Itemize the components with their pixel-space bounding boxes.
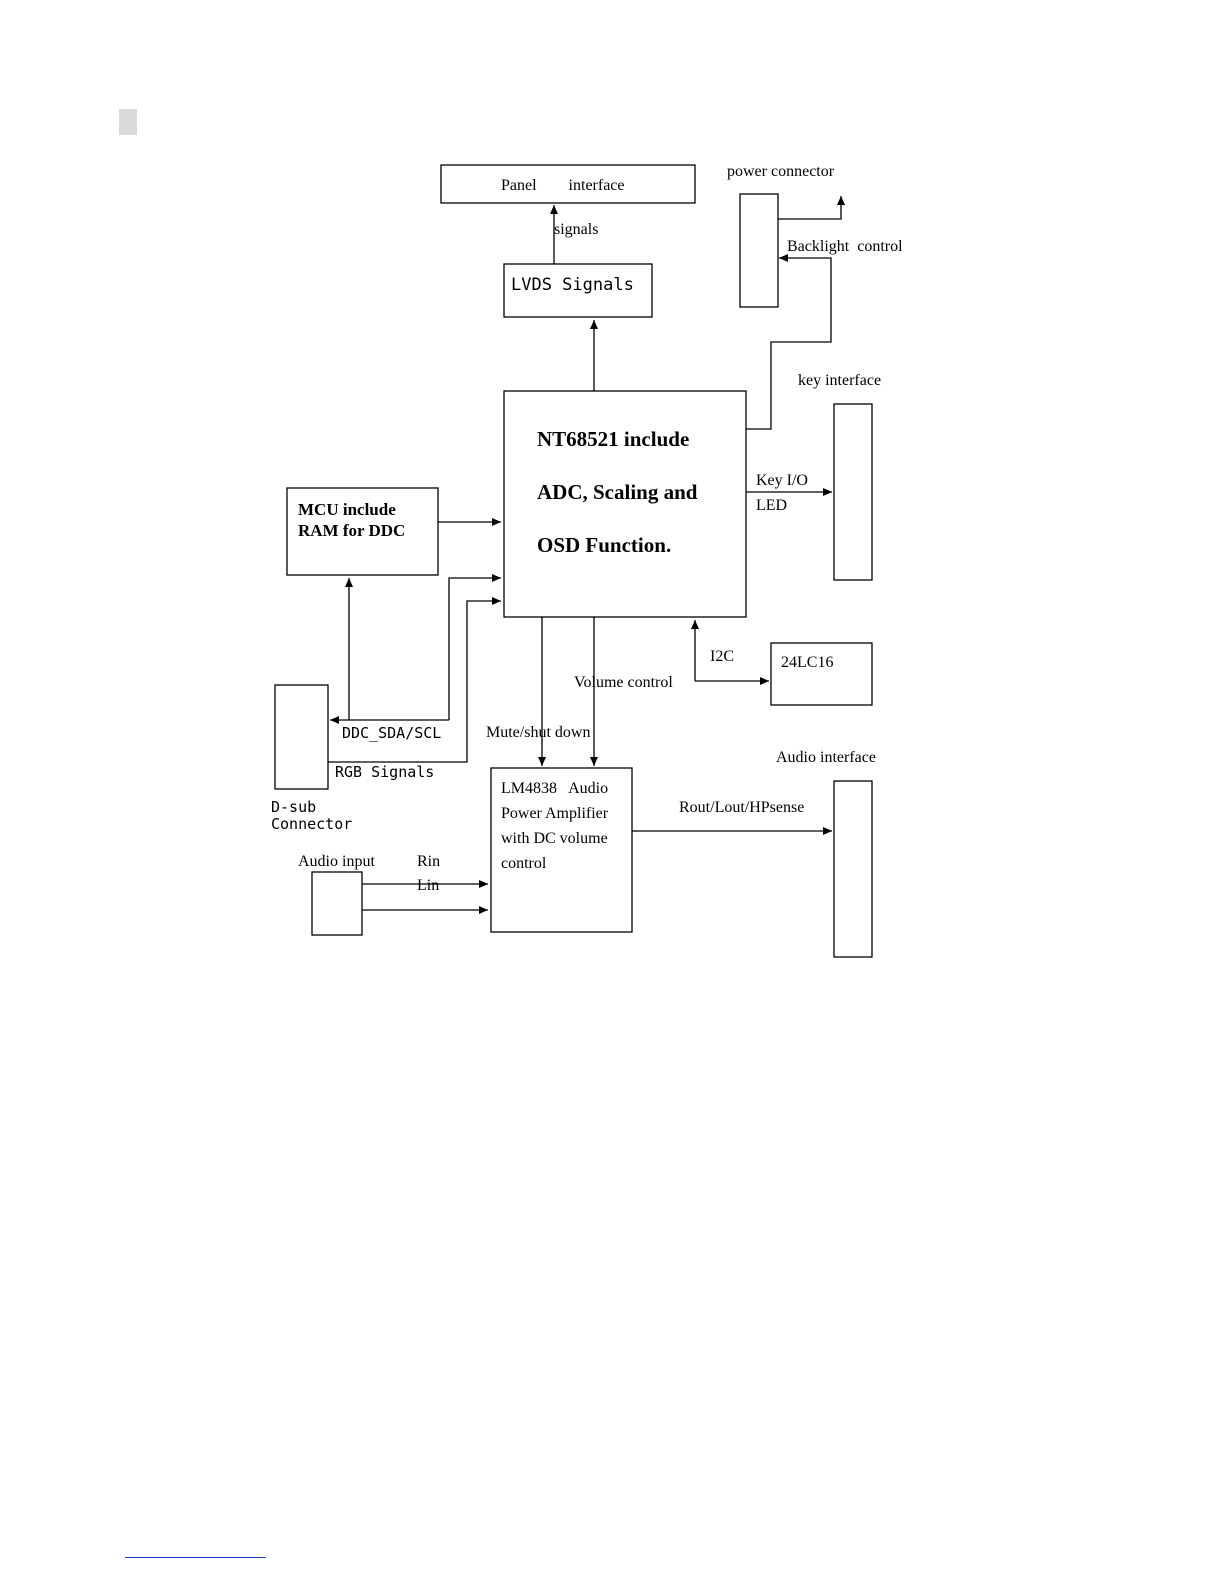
rin-label: Rin xyxy=(417,853,440,870)
audio-input-label: Audio input xyxy=(298,853,375,870)
rout-label: Rout/Lout/HPsense xyxy=(679,799,804,816)
soc-label-line2: ADC, Scaling and xyxy=(537,480,698,504)
signals-label: signals xyxy=(554,221,598,238)
eeprom-label: 24LC16 xyxy=(781,654,833,671)
lin-label: Lin xyxy=(417,877,439,894)
power-out-arrow xyxy=(778,196,845,220)
soc-label-line1: NT68521 include xyxy=(537,427,689,451)
key-interface-box xyxy=(833,403,873,581)
amplifier-label-line2: Power Amplifier xyxy=(501,805,609,822)
backlight-control-wire xyxy=(746,254,832,430)
led-label: LED xyxy=(756,497,787,514)
mcu-box xyxy=(286,487,439,576)
margin-marker xyxy=(119,109,137,135)
amplifier-label-line3: with DC volume xyxy=(501,830,608,847)
footnote-rule xyxy=(125,1557,266,1558)
soc-box xyxy=(503,390,747,618)
amplifier-box xyxy=(490,767,633,933)
dsub-label-line2: Connector xyxy=(271,815,352,833)
i2c-label: I2C xyxy=(710,648,734,665)
rgb-label: RGB Signals xyxy=(335,763,434,781)
amplifier-label-line4: control xyxy=(501,855,547,872)
audio-input-box xyxy=(311,871,363,936)
soc-label-line3: OSD Function. xyxy=(537,533,671,557)
ddc-label: DDC_SDA/SCL xyxy=(342,724,441,742)
power-connector-label: power connector xyxy=(727,163,835,180)
audio-interface-label: Audio interface xyxy=(776,749,876,766)
audio-interface-box xyxy=(833,780,873,958)
panel-interface-label: Panel interface xyxy=(501,177,625,194)
dsub-connector-box xyxy=(274,684,329,790)
dsub-label-line1: D-sub xyxy=(271,798,316,816)
eeprom-box xyxy=(770,642,873,706)
key-interface-label: key interface xyxy=(798,372,881,389)
rgb-to-soc-arrow xyxy=(328,597,501,763)
mcu-label-line1: MCU include xyxy=(298,500,396,519)
power-connector-box xyxy=(739,193,779,308)
lvds-label: LVDS Signals xyxy=(511,275,634,295)
lvds-box xyxy=(503,263,653,318)
key-io-label: Key I/O xyxy=(756,472,808,489)
panel-interface-box xyxy=(440,164,696,204)
amplifier-label-line1: LM4838 Audio xyxy=(501,780,608,797)
mcu-label-line2: RAM for DDC xyxy=(298,521,405,540)
backlight-control-label: Backlight control xyxy=(787,238,903,255)
volume-control-label: Volume control xyxy=(574,674,673,691)
ddc-to-soc-arrow xyxy=(448,574,501,720)
mute-shutdown-label: Mute/shut down xyxy=(486,724,590,741)
